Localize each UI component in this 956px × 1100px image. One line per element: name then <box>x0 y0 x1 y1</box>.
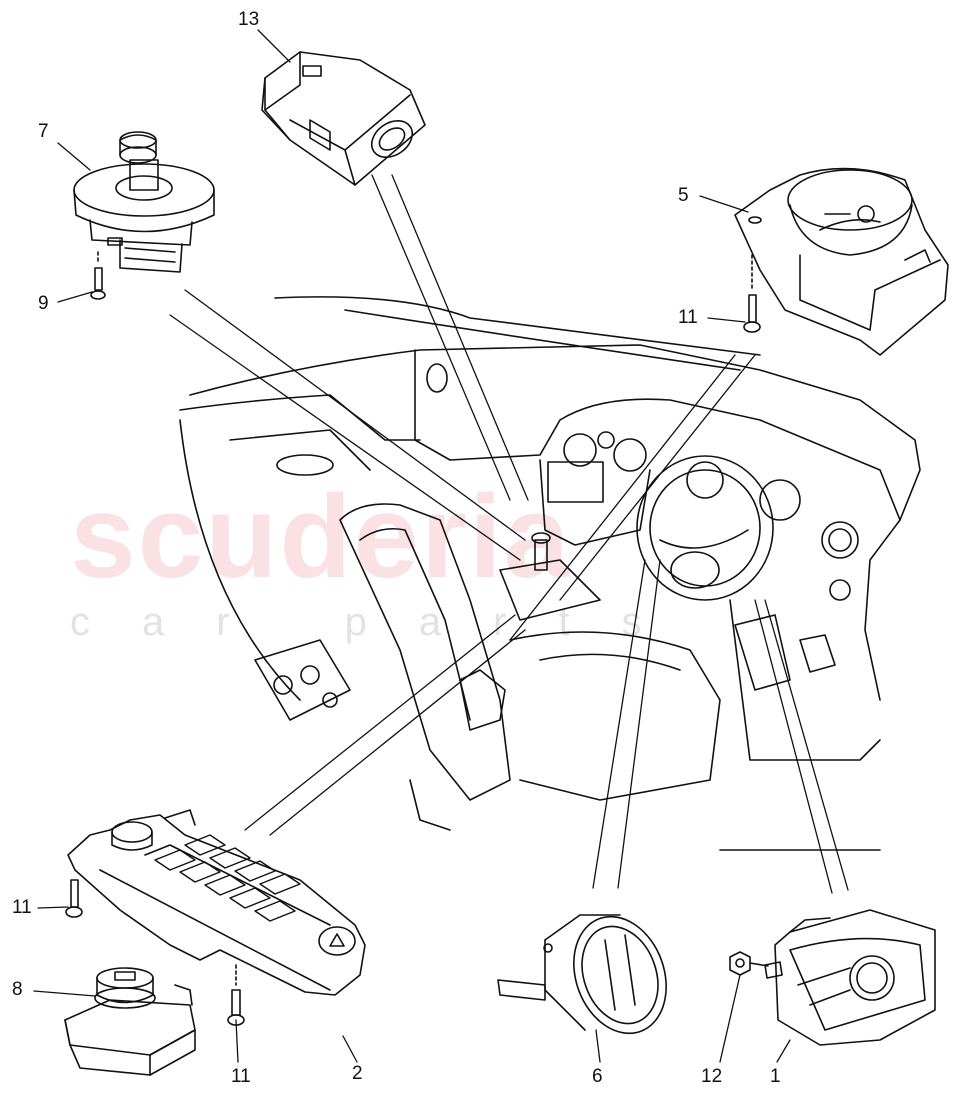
part-7-mirror-switch <box>73 131 215 273</box>
callout-9: 9 <box>38 293 49 314</box>
part-1-switch-module <box>764 909 936 1046</box>
callout-11-left: 11 <box>12 897 32 918</box>
callout-8: 8 <box>12 979 23 1000</box>
car-interior <box>179 296 921 851</box>
part-12-nut <box>729 951 769 976</box>
part-9-screw <box>90 251 106 300</box>
callout-12: 12 <box>701 1066 723 1087</box>
leader-lines <box>169 174 849 894</box>
part-2-console-switch-bar <box>67 809 366 996</box>
console-buttons <box>154 834 301 922</box>
watermark-sub: car parts <box>70 600 694 644</box>
callout-6: 6 <box>592 1066 603 1087</box>
callout-13: 13 <box>238 9 260 30</box>
part-8-start-button <box>64 967 196 1076</box>
part-11-screw-middle <box>227 964 245 1026</box>
part-11-screw-left <box>65 879 83 918</box>
part-5-park-brake-switch <box>734 167 949 356</box>
callout-pointers <box>33 29 791 1063</box>
callout-1: 1 <box>770 1066 781 1087</box>
callout-11-upper: 11 <box>678 307 698 328</box>
part-11-screw-upper <box>743 254 761 333</box>
callout-5: 5 <box>678 185 689 206</box>
callout-11-bottom: 11 <box>231 1066 251 1087</box>
callout-7: 7 <box>38 121 49 142</box>
callout-2: 2 <box>352 1063 363 1084</box>
part-13-light-switch <box>261 51 426 186</box>
part-6-dash-switch <box>497 914 667 1035</box>
